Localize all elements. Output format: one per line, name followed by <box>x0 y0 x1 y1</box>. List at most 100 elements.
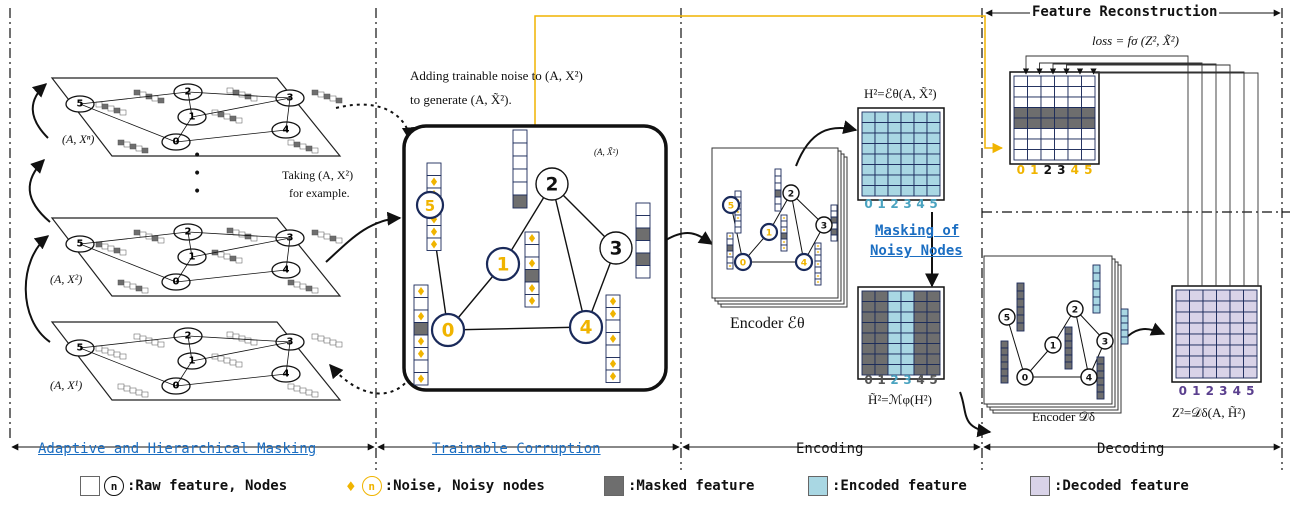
feature-cell <box>129 143 137 150</box>
node-label: 2 <box>185 331 192 342</box>
flow-arrow <box>665 231 714 245</box>
flow-arrow <box>28 159 51 223</box>
matrix-cell <box>913 111 928 123</box>
noise-flame-icon <box>430 240 438 249</box>
feature-cell <box>139 91 147 98</box>
feature-cell <box>305 389 313 396</box>
feature-cell <box>1120 315 1129 324</box>
feature-cell <box>223 253 231 260</box>
edge-line <box>79 91 189 105</box>
edge-line <box>187 91 193 118</box>
noise-flame-icon <box>528 259 536 268</box>
feature-cell <box>244 337 252 344</box>
matrix-cell <box>1229 344 1244 357</box>
feature-cell <box>317 91 325 98</box>
trainable-noise-connector <box>534 15 1004 154</box>
node-label: 4 <box>283 125 290 136</box>
raw-feature-swatch <box>80 476 100 496</box>
feature-cell <box>235 257 243 264</box>
matrix-cell <box>1202 311 1217 324</box>
feature-cell <box>151 95 159 102</box>
feature-cell <box>101 243 109 250</box>
noise-flame-icon <box>728 235 732 237</box>
feature-cell <box>1016 314 1025 324</box>
edge-line <box>79 231 189 245</box>
noise-flame-icon <box>816 281 820 283</box>
node-label: 3 <box>287 233 294 244</box>
matrix-cell <box>874 111 889 123</box>
matrix-cell <box>1189 300 1204 313</box>
feature-cell <box>244 233 252 240</box>
edge-line <box>175 116 193 143</box>
matrix-cell <box>874 185 889 197</box>
feature-cell <box>512 181 528 196</box>
feature-cell <box>426 162 442 176</box>
matrix-cell <box>1054 75 1069 87</box>
feature-cell <box>512 129 528 144</box>
matrix-cell <box>874 290 889 302</box>
feature-cell <box>512 155 528 170</box>
matrix-cell <box>926 332 941 344</box>
matrix-cell <box>1216 311 1231 324</box>
matrix-cell <box>861 143 876 155</box>
flow-arrow <box>325 211 402 263</box>
noise-flame-icon <box>736 217 740 219</box>
feature-cell <box>244 93 252 100</box>
noise-flame-icon <box>736 211 740 213</box>
feature-cell <box>512 142 528 157</box>
matrix-cell <box>926 111 941 123</box>
h2-column-label: 4 <box>916 197 924 211</box>
feature-cell <box>299 143 307 150</box>
reconstruction-column-label: 0 <box>1017 163 1025 177</box>
h2-formula: H²=ℰθ(A, X̃²) <box>864 86 937 101</box>
matrix-cell <box>1067 96 1082 108</box>
matrix-cell <box>1189 322 1204 335</box>
edge-line <box>1074 308 1090 378</box>
node3-feature <box>635 202 651 279</box>
section-corruption-label[interactable]: Trainable Corruption <box>432 441 601 457</box>
matrix-cell <box>1243 366 1258 379</box>
loss-connector <box>1063 64 1231 286</box>
matrix-cell <box>887 322 902 334</box>
edge-line <box>285 237 291 271</box>
matrix-cell <box>861 174 876 186</box>
matrix-cell <box>1054 96 1069 108</box>
h2-column-label: 5 <box>929 197 937 211</box>
feature-cell <box>1092 288 1101 298</box>
edge-line <box>285 341 291 375</box>
dec-feature <box>1096 356 1105 400</box>
feature-cell <box>1096 377 1105 386</box>
feature-cell <box>250 95 258 102</box>
encoder-node <box>721 195 741 215</box>
matrix-cell <box>1081 149 1096 161</box>
loss-connector <box>1036 62 1203 286</box>
section-masking-label[interactable]: Adaptive and Hierarchical Masking <box>38 441 317 457</box>
matrix-cell <box>861 111 876 123</box>
edge-line <box>187 231 291 239</box>
feature-cell <box>117 139 125 146</box>
h2-tilde-formula: H̃²=ℳφ(H²) <box>868 392 932 407</box>
noise-flame-icon <box>816 263 820 265</box>
graph-x1 <box>50 321 343 401</box>
matrix-cell <box>1243 355 1258 368</box>
feature-cell <box>117 279 125 286</box>
matrix-cell <box>1027 117 1042 129</box>
masking-noisy-line1[interactable]: Masking of <box>875 223 960 239</box>
matrix-cell <box>926 164 941 176</box>
matrix-cell <box>1229 311 1244 324</box>
matrix-cell <box>1040 96 1055 108</box>
dec-feature <box>1120 308 1129 345</box>
feature-cell <box>217 251 225 258</box>
matrix-cell <box>1216 344 1231 357</box>
matrix-cell <box>1081 86 1096 98</box>
feature-cell <box>95 345 103 352</box>
matrix-cell <box>1040 138 1055 150</box>
feature-cell <box>117 383 125 390</box>
masking-noisy-line2[interactable]: Noisy Nodes <box>870 243 963 259</box>
feature-cell <box>317 231 325 238</box>
feature-cell <box>1064 354 1073 363</box>
feature-cell <box>235 361 243 368</box>
feature-cell <box>524 269 540 283</box>
matrix-cell <box>874 353 889 365</box>
